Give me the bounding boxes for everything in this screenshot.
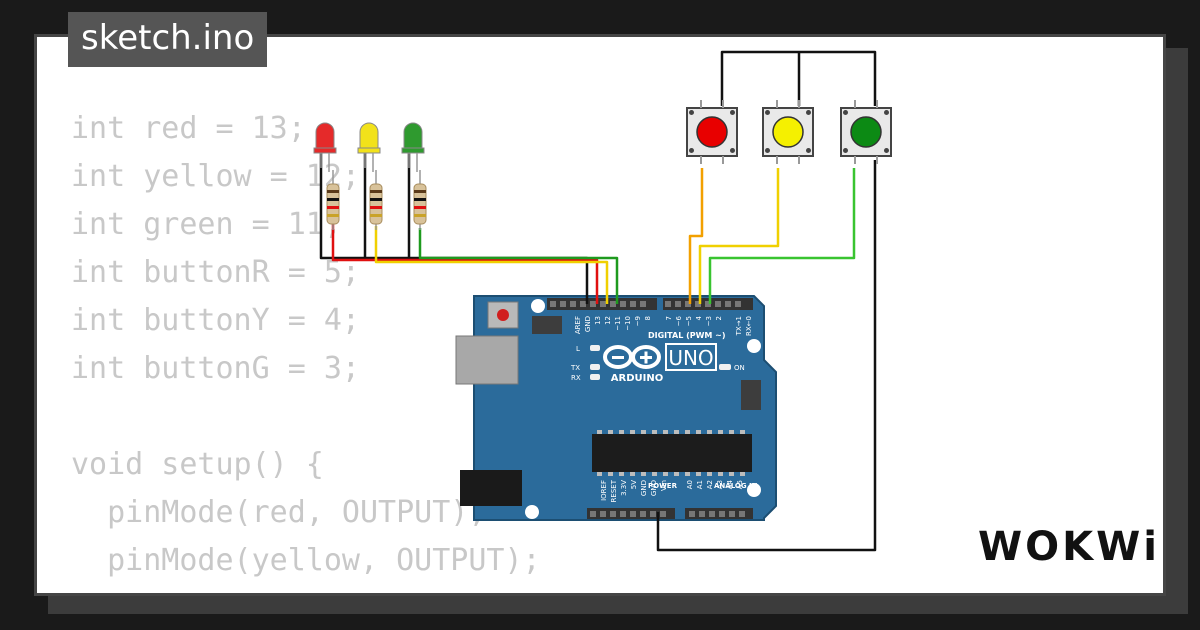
wokwi-logo-text: WOKWi	[978, 524, 1160, 570]
power-pin-label: 5V	[630, 480, 638, 489]
digital-header-label: DIGITAL (PWM ~)	[648, 331, 726, 340]
digital-pin-holes	[550, 301, 741, 307]
mounting-hole	[525, 505, 539, 519]
status-leds	[590, 345, 731, 380]
code-line: void setup() {	[71, 447, 324, 482]
digital-pin-label: GND	[584, 316, 592, 332]
led-label-l: L	[576, 345, 580, 353]
code-line: pinMode(yellow, OUTPUT);	[71, 543, 541, 578]
digital-pin-label: ~9	[634, 316, 642, 326]
wire-gnd-led-red[interactable]	[319, 152, 589, 304]
digital-pin-label: 7	[665, 316, 673, 320]
bottom-pin-holes	[590, 511, 745, 517]
power-header-label: POWER	[648, 482, 678, 490]
push-button-green[interactable]	[840, 100, 892, 164]
digital-pin-label: 8	[644, 316, 652, 320]
wire-button-yellow-pin4[interactable]	[698, 168, 780, 304]
resistors	[326, 170, 427, 230]
power-pin-label: IOREF	[600, 480, 608, 501]
code-line: int yellow = 12;	[71, 159, 360, 194]
analog-pin-label: A5	[736, 480, 744, 489]
microcontroller-chip	[592, 434, 752, 472]
arduino-brand-label: ARDUINO	[611, 373, 663, 384]
digital-pin-label: RX←0	[745, 316, 753, 336]
arduino-infinity-logo	[603, 345, 661, 369]
led-label-rx: RX	[571, 374, 581, 382]
led-label-tx: TX	[570, 364, 580, 372]
led-yellow[interactable]	[357, 122, 381, 172]
mounting-hole	[747, 339, 761, 353]
wokwi-logo: WOKWi	[978, 524, 1157, 576]
digital-pin-label: 2	[715, 316, 723, 320]
power-pin-label: Vin	[660, 480, 668, 491]
leds	[313, 122, 425, 172]
analog-pin-label: A2	[706, 480, 714, 489]
uno-label: UNO	[668, 346, 713, 370]
power-pin-label: GND	[640, 480, 648, 496]
wire-green-pin11[interactable]	[418, 228, 619, 304]
analog-pin-label: A4	[726, 479, 734, 489]
analog-pin-label: A3	[716, 480, 724, 489]
analog-pin-label: A1	[696, 480, 704, 489]
power-pin-label: GND	[650, 480, 658, 496]
resistor[interactable]	[369, 170, 383, 230]
wire-button-red-pin5[interactable]	[688, 168, 704, 304]
power-pin-label: 3.3V	[620, 480, 628, 496]
push-button-red[interactable]	[686, 100, 738, 164]
digital-pin-label: ~11	[614, 316, 622, 331]
code-line: int buttonR = 5;	[71, 255, 360, 290]
usb-port	[455, 335, 519, 385]
code-line: int buttonY = 4;	[71, 303, 360, 338]
digital-pin-label: ~10	[624, 316, 632, 331]
mounting-hole	[531, 299, 545, 313]
wire-yellow-pin12[interactable]	[374, 226, 609, 304]
digital-pin-label: TX→1	[735, 316, 743, 336]
resistor[interactable]	[413, 170, 427, 230]
power-led	[719, 364, 731, 370]
code-line: int buttonG = 3;	[71, 351, 360, 386]
push-button-yellow[interactable]	[762, 100, 814, 164]
code-line: pinMode(green, OUTPUT);	[71, 585, 541, 593]
digital-pin-label: 4	[695, 315, 703, 320]
file-name-tab[interactable]: sketch.ino	[68, 12, 268, 67]
power-jack	[460, 470, 522, 506]
power-pin-label: RESET	[610, 479, 618, 502]
resistor[interactable]	[326, 170, 340, 230]
digital-pin-label: AREF	[574, 316, 582, 334]
digital-pin-label: ~5	[685, 316, 693, 326]
wires	[319, 50, 877, 552]
digital-pin-label: 12	[604, 316, 612, 325]
digital-pin-label: ~3	[705, 316, 713, 326]
led-red[interactable]	[313, 122, 337, 172]
led-green[interactable]	[401, 122, 425, 172]
code-line: int red = 13;	[71, 111, 306, 146]
wire-button-gnd[interactable]	[656, 160, 877, 552]
mounting-hole	[747, 483, 761, 497]
on-label: ON	[734, 364, 745, 372]
reset-button[interactable]	[497, 309, 509, 321]
digital-pin-label: 13	[594, 316, 602, 325]
analog-pin-label: A0	[686, 480, 694, 489]
push-buttons	[686, 100, 892, 164]
uno-badge	[665, 343, 717, 371]
wire-red-pin13[interactable]	[331, 220, 599, 304]
analog-header-label: ANALOG IN	[714, 482, 758, 490]
digital-pin-label: ~6	[675, 315, 683, 326]
wire-button-green-pin3[interactable]	[708, 168, 856, 304]
